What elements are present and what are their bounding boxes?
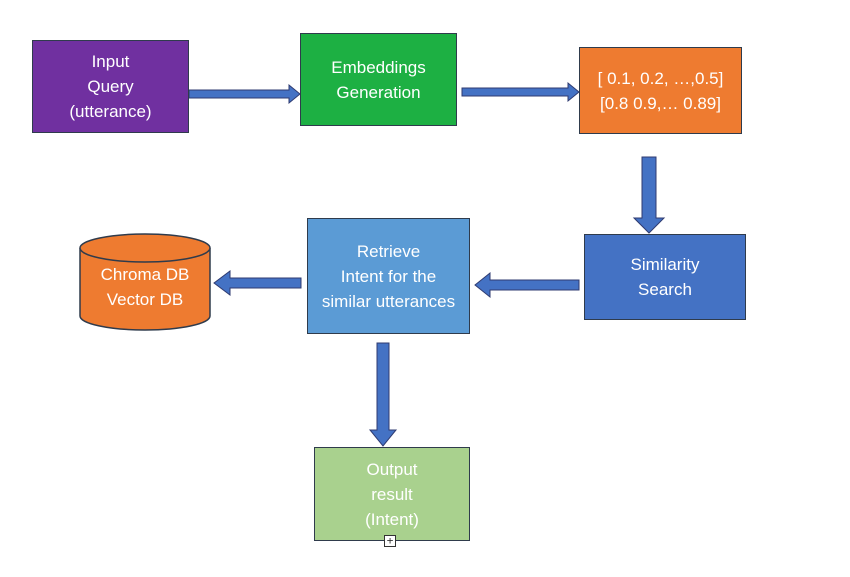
output-result-label: Output result (Intent) [365,457,419,532]
input-query-line: (utterance) [69,102,152,121]
output-result-line: Output [366,459,418,479]
arrow-vectors-to-similarity [632,156,666,234]
retrieve-intent-line: Retrieve [356,241,421,261]
retrieve-intent-label: Retrieve Intent for the similar utteranc… [322,239,455,314]
similarity-search-box: Similarity Search [584,234,746,320]
arrow-similarity-to-retrieve [474,271,580,299]
embedding-vector-line: [ 0.1, 0.2, …,0.5] [597,68,724,88]
embeddings-generation-line: Embeddings [331,57,426,77]
retrieve-intent-line: similar utterances [321,291,456,311]
arrow-embeddings-to-vectors [461,81,580,103]
arrow-retrieve-to-output [368,342,398,447]
similarity-search-line: Search [638,280,692,299]
chroma-db-cylinder: Chroma DB Vector DB [78,232,212,332]
chroma-db-line: Vector DB [106,290,184,309]
input-query-line: Query [87,77,134,96]
retrieve-intent-box: Retrieve Intent for the similar utteranc… [307,218,470,334]
similarity-search-label: Similarity Search [631,252,700,302]
embeddings-generation-label: Embeddings Generation [331,55,426,105]
embeddings-generation-box: Embeddings Generation [300,33,457,126]
output-result-box: Output result (Intent) [314,447,470,541]
input-query-box: Input Query (utterance) [32,40,189,133]
output-result-line: (Intent) [365,509,419,529]
output-result-line: result [371,484,413,504]
input-query-label: Input Query (utterance) [69,49,151,124]
expand-handle[interactable]: + [384,535,396,547]
chroma-db-label: Chroma DB Vector DB [78,262,212,312]
arrow-retrieve-to-database [213,270,302,296]
arrow-input-to-embeddings [188,83,301,105]
database-icon [79,233,211,331]
input-query-line: Input [91,52,130,71]
chroma-db-line: Chroma DB [100,265,190,284]
embedding-vector-line: [0.8 0.9,… 0.89] [600,93,721,113]
embeddings-generation-line: Generation [336,82,421,102]
retrieve-intent-line: Intent for the [340,266,437,286]
embedding-vectors-box: [ 0.1, 0.2, …,0.5] [0.8 0.9,… 0.89] [579,47,742,134]
similarity-search-line: Similarity [630,255,700,274]
embedding-vectors-label: [ 0.1, 0.2, …,0.5] [0.8 0.9,… 0.89] [598,66,724,116]
